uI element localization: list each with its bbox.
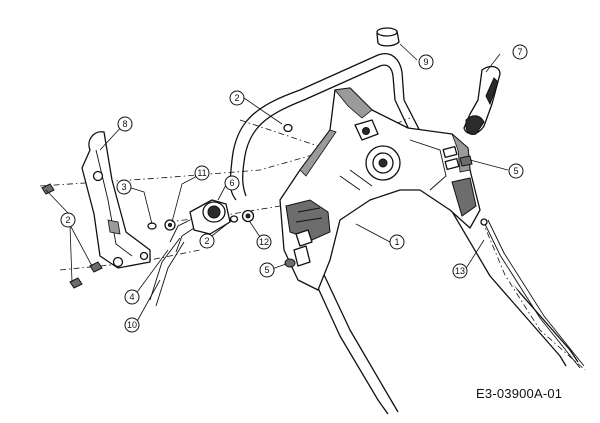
svg-text:9: 9 xyxy=(423,57,428,67)
svg-text:4: 4 xyxy=(129,292,134,302)
callout-6: 6 xyxy=(224,175,240,191)
callout-8: 8 xyxy=(117,116,133,132)
wire-harness xyxy=(149,237,181,301)
drawing-code: E3-03900A-01 xyxy=(476,386,563,401)
callout-3: 3 xyxy=(116,179,132,195)
callout-1: 1 xyxy=(389,234,405,250)
svg-text:1: 1 xyxy=(394,237,399,247)
svg-text:8: 8 xyxy=(122,119,127,129)
svg-text:3: 3 xyxy=(121,182,126,192)
callout-4: 4 xyxy=(124,289,140,305)
svg-text:2: 2 xyxy=(204,236,209,246)
svg-text:13: 13 xyxy=(455,266,465,276)
wire-harness-inner xyxy=(155,241,185,307)
axis-line-rod xyxy=(481,219,586,371)
callout-2-middle: 2 xyxy=(199,233,215,249)
svg-text:2: 2 xyxy=(65,215,70,225)
svg-text:7: 7 xyxy=(517,47,522,57)
callout-13: 13 xyxy=(452,263,468,279)
ignition-switch xyxy=(169,199,231,253)
leader-lines xyxy=(45,43,509,326)
control-rod xyxy=(480,218,585,369)
callout-2-top: 2 xyxy=(229,90,245,106)
callout-12: 12 xyxy=(256,234,272,250)
svg-text:10: 10 xyxy=(127,320,137,330)
callout-5-bottom: 5 xyxy=(259,262,275,278)
svg-text:5: 5 xyxy=(513,166,518,176)
callout-2-left: 2 xyxy=(60,212,76,228)
svg-text:2: 2 xyxy=(234,93,239,103)
svg-text:12: 12 xyxy=(259,237,269,247)
control-panel-housing xyxy=(279,87,481,291)
callout-5-right: 5 xyxy=(508,163,524,179)
callout-11: 11 xyxy=(194,165,210,181)
screws-and-washers xyxy=(41,123,473,289)
svg-text:5: 5 xyxy=(264,265,269,275)
svg-text:6: 6 xyxy=(229,178,234,188)
callout-7: 7 xyxy=(512,44,528,60)
callout-10: 10 xyxy=(124,317,140,333)
control-lever xyxy=(463,65,501,135)
svg-text:11: 11 xyxy=(197,168,206,178)
side-bracket xyxy=(81,131,151,269)
axis-line-upper xyxy=(39,117,411,187)
callout-9: 9 xyxy=(418,54,434,70)
